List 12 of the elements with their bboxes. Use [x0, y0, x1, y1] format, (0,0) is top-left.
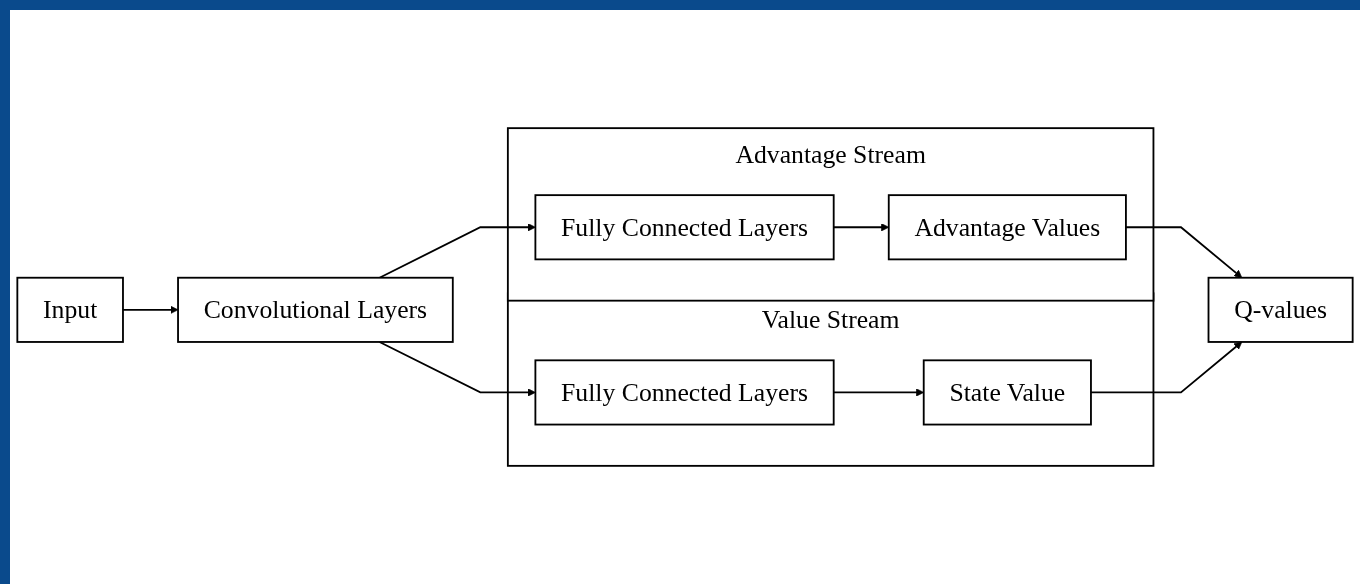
arrow — [1125, 226, 1243, 279]
node-box: Fully Connected Layers — [534, 194, 835, 261]
node-box: State Value — [922, 359, 1092, 426]
node-box: Q-values — [1207, 276, 1354, 343]
node-box: Convolutional Layers — [177, 276, 454, 343]
node-box: Input — [16, 276, 124, 343]
node-box: Advantage Values — [887, 194, 1127, 261]
node-box: Fully Connected Layers — [534, 359, 835, 426]
arrow — [378, 223, 536, 279]
arrow — [378, 341, 536, 397]
arrow — [1090, 341, 1243, 394]
arrow — [122, 305, 179, 314]
